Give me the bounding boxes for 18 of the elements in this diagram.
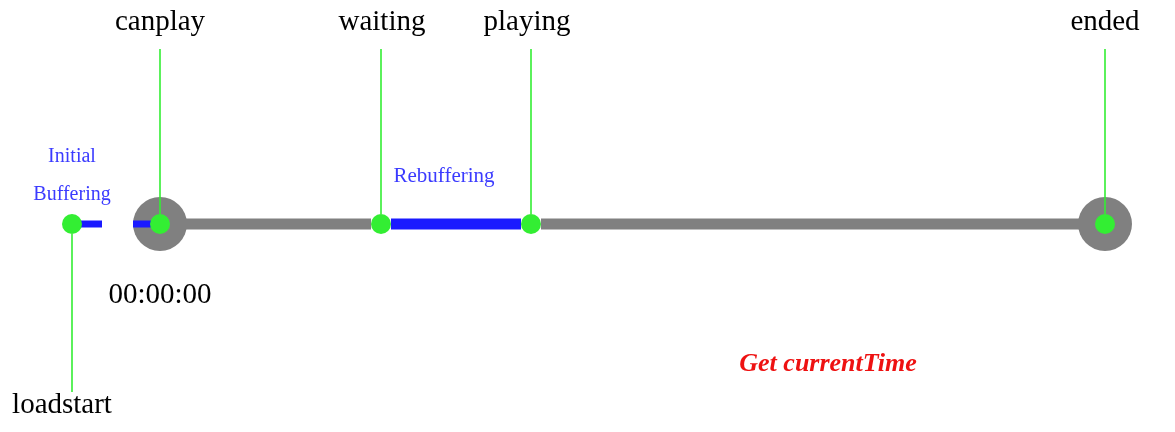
leader-line: [159, 48, 161, 215]
note-text: Get currentTime: [739, 347, 917, 379]
leader-line: [530, 48, 532, 215]
timeline-segment: [391, 218, 521, 230]
leader-line: [1104, 48, 1106, 215]
event-dot: [371, 214, 391, 234]
leader-line: [380, 48, 382, 215]
event-label: playing: [483, 5, 571, 37]
event-label: waiting: [338, 5, 426, 37]
time-label: 00:00:00: [108, 276, 212, 311]
event-dot: [62, 214, 82, 234]
leader-line: [71, 233, 73, 393]
phase-label: Initial Buffering: [32, 143, 112, 207]
phase-label: Rebuffering: [393, 162, 495, 189]
event-dot: [521, 214, 541, 234]
event-label: loadstart: [12, 388, 112, 420]
event-label: ended: [1070, 5, 1140, 37]
event-label: canplay: [114, 5, 206, 37]
